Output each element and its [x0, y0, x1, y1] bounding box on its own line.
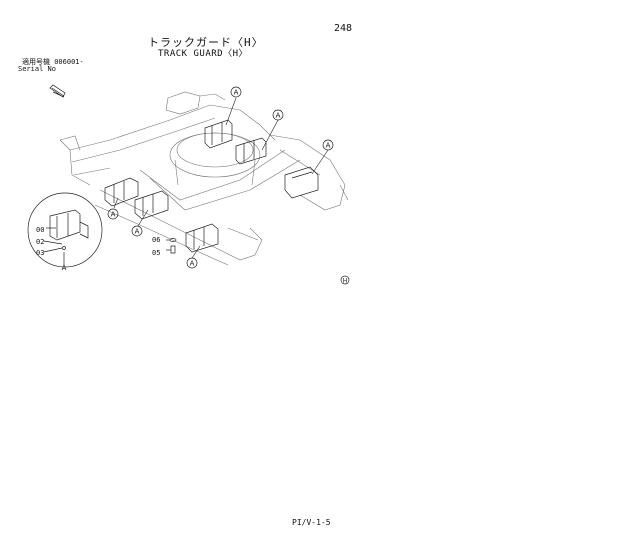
detail-label: A — [62, 264, 67, 272]
track-guard-upper-2 — [235, 137, 267, 165]
page-footer-code: PI/V-1-5 — [292, 518, 331, 527]
track-guard-right — [284, 166, 319, 199]
part-number-06: 06 — [152, 236, 160, 244]
svg-text:A: A — [190, 260, 195, 268]
part-number-02: 02 — [36, 238, 44, 246]
svg-text:A: A — [135, 228, 140, 236]
track-guard-left-1 — [104, 177, 139, 207]
orientation-arrow-icon — [49, 84, 66, 98]
svg-text:A: A — [111, 211, 116, 219]
callout-a-3: A — [322, 139, 334, 151]
title-english: TRACK GUARD〈H〉 — [158, 49, 249, 59]
callout-a-4: A — [107, 208, 119, 220]
part-number-05: 05 — [152, 249, 160, 257]
undercarriage-frame — [59, 91, 349, 266]
svg-text:A: A — [326, 142, 331, 150]
serial-label-japanese: 適用号機 006001- — [22, 58, 84, 66]
callout-a-2: A — [272, 109, 284, 121]
callout-a-5: A — [131, 225, 143, 237]
leader-lines — [113, 97, 329, 259]
callout-a-1: A — [230, 86, 242, 98]
page-number: 248 — [334, 23, 353, 34]
serial-label-english: Serial No — [18, 65, 56, 73]
track-guard-left-2 — [134, 190, 169, 220]
svg-text:H: H — [343, 278, 348, 285]
track-guard-lower — [185, 223, 219, 253]
detail-view-a: A — [27, 192, 103, 272]
circled-h-mark: H — [340, 275, 350, 285]
part-number-labels: 00 02 03 06 05 — [36, 226, 160, 257]
callout-a-6: A — [186, 257, 198, 269]
svg-text:A: A — [234, 89, 239, 97]
title-japanese: トラックガード〈H〉 — [148, 36, 264, 49]
part-number-03: 03 — [36, 249, 44, 257]
svg-text:A: A — [276, 112, 281, 120]
bolt-washer — [166, 238, 177, 254]
part-number-00: 00 — [36, 226, 44, 234]
